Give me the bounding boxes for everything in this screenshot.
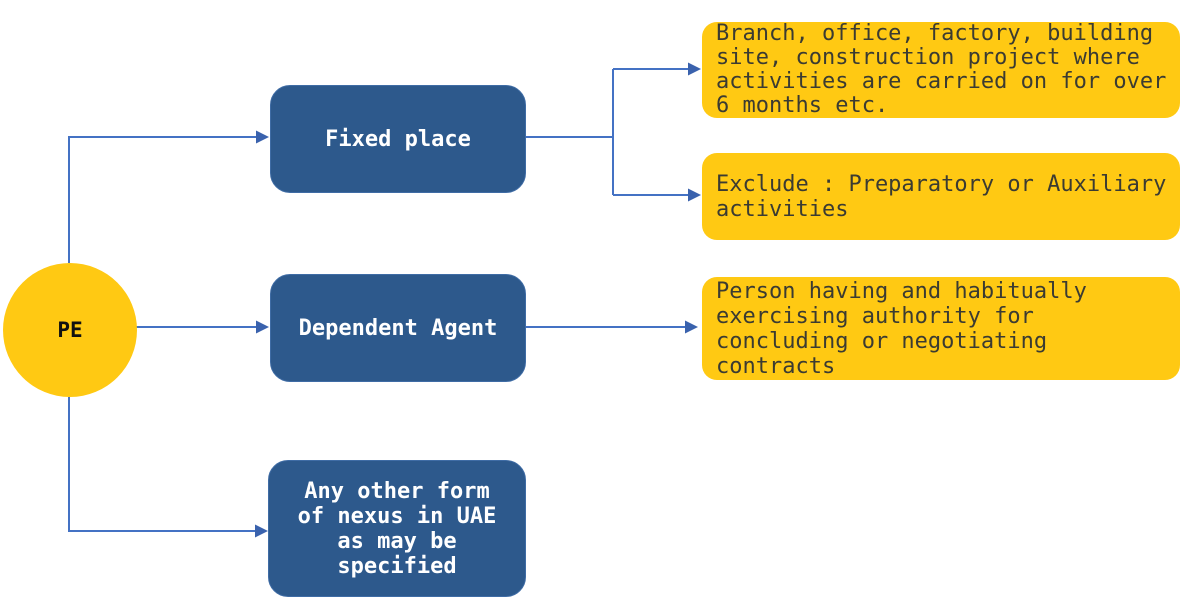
connector-pe-to-other-nexus (68, 397, 255, 532)
node-dependent-agent-label: Dependent Agent (298, 315, 498, 341)
arrowhead-icon (256, 320, 269, 334)
node-dependent-agent-detail: Person having and habitually exercising … (702, 277, 1180, 380)
arrowhead-icon (688, 62, 701, 76)
arrowhead-icon (685, 320, 698, 334)
connector-fixed-place-branch (526, 68, 688, 196)
node-other-nexus-label: Any other form of nexus in UAE as may be… (297, 478, 497, 579)
node-pe-label: PE (57, 318, 83, 342)
connector-pe-to-fixed-place (68, 136, 256, 263)
node-fixed-place-exclusion: Exclude : Preparatory or Auxiliary activ… (702, 153, 1180, 240)
node-dependent-agent-detail-label: Person having and habitually exercising … (716, 278, 1087, 379)
arrowhead-icon (688, 188, 701, 202)
node-fixed-place-exclusion-label: Exclude : Preparatory or Auxiliary activ… (716, 171, 1167, 222)
node-fixed-place: Fixed place (270, 85, 526, 193)
node-fixed-place-detail-label: Branch, office, factory, building site, … (716, 21, 1167, 118)
node-fixed-place-label: Fixed place (325, 126, 471, 152)
node-fixed-place-detail: Branch, office, factory, building site, … (702, 22, 1180, 118)
node-other-nexus: Any other form of nexus in UAE as may be… (268, 460, 526, 597)
arrowhead-icon (256, 130, 269, 144)
arrowhead-icon (255, 524, 268, 538)
node-pe-root: PE (3, 263, 137, 397)
node-dependent-agent: Dependent Agent (270, 274, 526, 382)
